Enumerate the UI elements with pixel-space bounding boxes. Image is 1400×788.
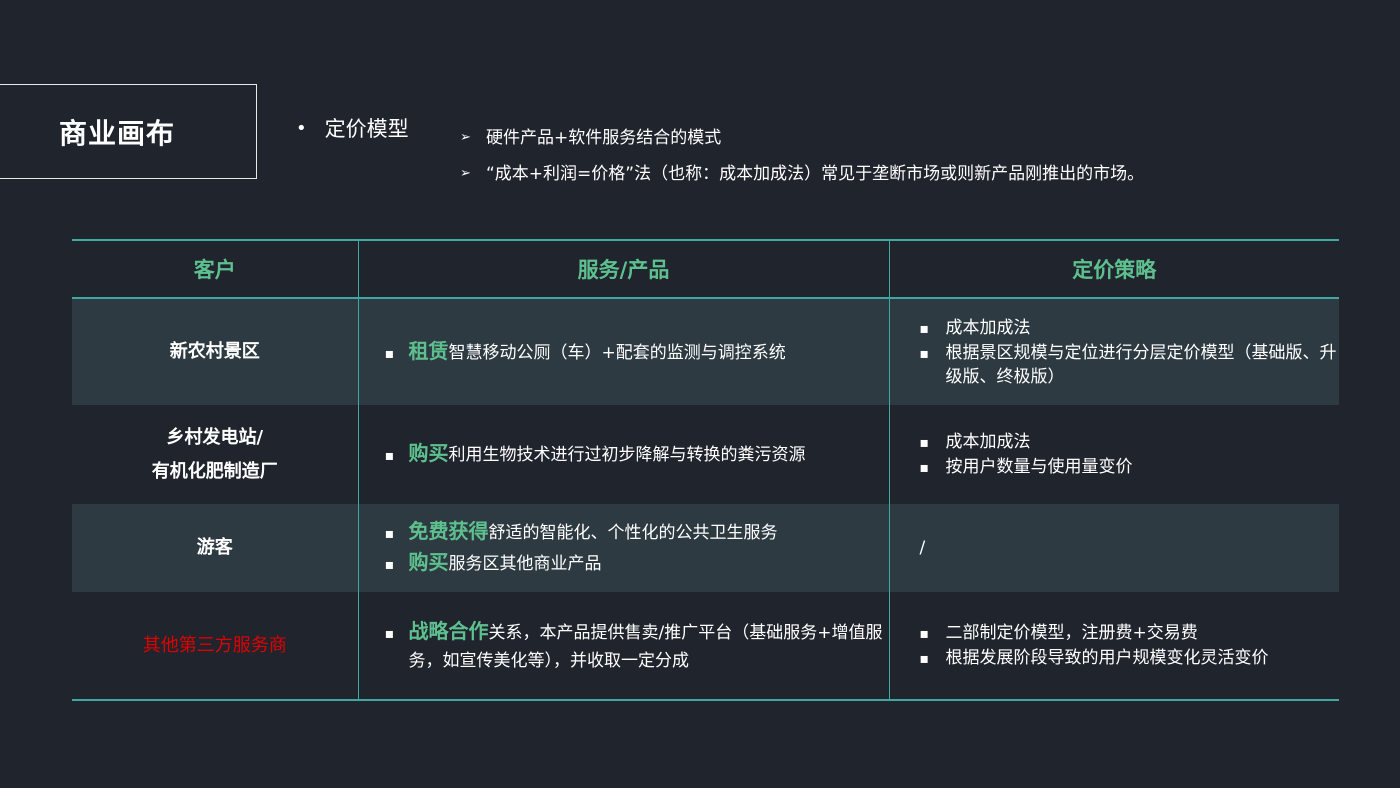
title-box: 商业画布 xyxy=(0,84,257,179)
pricing-text: 成本加成法 xyxy=(945,431,1031,452)
table-row: 游客 ▪ 免费获得舒适的智能化、个性化的公共卫生服务 ▪ 购买服务区其他商业产品… xyxy=(72,504,1339,592)
service-text: 服务区其他商业产品 xyxy=(448,554,602,574)
table-row: 新农村景区 ▪ 租赁智慧移动公厕（车）+配套的监测与调控系统 ▪ 成本加成法 ▪… xyxy=(72,298,1339,405)
customer-cell: 其他第三方服务商 xyxy=(72,592,358,701)
service-keyword: 购买 xyxy=(408,550,449,574)
service-text: 利用生物技术进行过初步降解与转换的粪污资源 xyxy=(448,445,806,465)
service-cell: ▪ 购买利用生物技术进行过初步降解与转换的粪污资源 xyxy=(357,405,889,504)
bullet-icon: ▪ xyxy=(919,650,930,667)
subtitle-text: 定价模型 xyxy=(324,117,409,141)
pricing-line: ▪ 二部制定价模型，注册费+交易费 xyxy=(920,621,1339,646)
bullet-icon: ▪ xyxy=(919,625,930,642)
table-row: 其他第三方服务商 ▪ 战略合作关系，本产品提供售卖/推广平台（基础服务+增值服务… xyxy=(72,592,1339,701)
service-keyword: 租赁 xyxy=(408,338,449,363)
service-cell: ▪ 战略合作关系，本产品提供售卖/推广平台（基础服务+增值服务，如宣传美化等），… xyxy=(357,592,889,701)
bullet-icon: ▪ xyxy=(384,625,395,642)
bullet-icon: ▪ xyxy=(384,557,395,573)
note-text: “成本+利润=价格”法（也称：成本加成法）常见于垄断市场或则新产品刚推出的市场。 xyxy=(486,164,1145,184)
pricing-cell: ▪ 二部制定价模型，注册费+交易费 ▪ 根据发展阶段导致的用户规模变化灵活变价 xyxy=(888,592,1339,701)
subtitle: • 定价模型 xyxy=(296,113,409,143)
note-item: ➢ “成本+利润=价格”法（也称：成本加成法）常见于垄断市场或则新产品刚推出的市… xyxy=(460,156,1144,192)
pricing-cell: ▪ 成本加成法 ▪ 按用户数量与使用量变价 xyxy=(888,405,1339,504)
bullet-icon: ▪ xyxy=(384,448,395,464)
pricing-line: ▪ 成本加成法 xyxy=(920,316,1339,341)
bullet-icon: ▪ xyxy=(919,345,930,362)
bullet-dot: • xyxy=(296,117,307,139)
pricing-line: ▪ 根据景区规模与定位进行分层定价模型（基础版、升级版、终极版） xyxy=(920,341,1339,389)
pricing-line: ▪ 按用户数量与使用量变价 xyxy=(920,455,1339,480)
header-pricing: 定价策略 xyxy=(888,239,1339,299)
service-keyword: 免费获得 xyxy=(408,519,489,543)
note-text: 硬件产品+软件服务结合的模式 xyxy=(486,128,722,148)
service-text: 舒适的智能化、个性化的公共卫生服务 xyxy=(488,523,778,543)
arrow-bullet-icon: ➢ xyxy=(460,166,471,181)
notes-list: ➢ 硬件产品+软件服务结合的模式 ➢ “成本+利润=价格”法（也称：成本加成法）… xyxy=(460,120,1144,192)
pricing-text: 成本加成法 xyxy=(945,317,1031,338)
pricing-table: 客户 服务/产品 定价策略 新农村景区 ▪ 租赁智慧移动公厕（车）+配套的监测与… xyxy=(72,239,1339,701)
service-cell: ▪ 免费获得舒适的智能化、个性化的公共卫生服务 ▪ 购买服务区其他商业产品 xyxy=(357,504,889,592)
service-keyword: 战略合作 xyxy=(408,618,489,643)
pricing-text: 根据发展阶段导致的用户规模变化灵活变价 xyxy=(945,647,1269,668)
pricing-line: ▪ 根据发展阶段导致的用户规模变化灵活变价 xyxy=(920,646,1339,671)
service-keyword: 购买 xyxy=(408,441,449,465)
bullet-icon: ▪ xyxy=(919,434,930,451)
bullet-icon: ▪ xyxy=(919,320,930,337)
table-row: 乡村发电站/ 有机化肥制造厂 ▪ 购买利用生物技术进行过初步降解与转换的粪污资源… xyxy=(72,405,1339,504)
pricing-text: 二部制定价模型，注册费+交易费 xyxy=(945,622,1198,643)
pricing-line: ▪ 成本加成法 xyxy=(920,430,1339,455)
customer-cell: 新农村景区 xyxy=(72,298,358,405)
service-line: ▪ 租赁智慧移动公厕（车）+配套的监测与调控系统 xyxy=(371,337,888,368)
bullet-icon: ▪ xyxy=(384,345,395,362)
service-text: 关系，本产品提供售卖/推广平台（基础服务+增值服务，如宣传美化等），并收取一定分… xyxy=(408,622,883,671)
bullet-icon: ▪ xyxy=(384,526,395,542)
customer-line: 乡村发电站/ xyxy=(166,426,264,448)
pricing-text: 按用户数量与使用量变价 xyxy=(945,456,1133,477)
header-customer: 客户 xyxy=(72,239,358,299)
customer-cell: 游客 xyxy=(72,504,358,592)
service-cell: ▪ 租赁智慧移动公厕（车）+配套的监测与调控系统 xyxy=(357,298,889,405)
service-line: ▪ 购买服务区其他商业产品 xyxy=(371,548,888,579)
service-line: ▪ 免费获得舒适的智能化、个性化的公共卫生服务 xyxy=(371,517,888,548)
customer-cell: 乡村发电站/ 有机化肥制造厂 xyxy=(72,405,358,504)
customer-line: 有机化肥制造厂 xyxy=(151,460,278,482)
arrow-bullet-icon: ➢ xyxy=(460,130,471,145)
service-text: 智慧移动公厕（车）+配套的监测与调控系统 xyxy=(448,342,786,363)
pricing-text: / xyxy=(919,538,926,558)
pricing-cell: ▪ 成本加成法 ▪ 根据景区规模与定位进行分层定价模型（基础版、升级版、终极版） xyxy=(888,298,1339,405)
slide-title: 商业画布 xyxy=(59,116,176,150)
header-service: 服务/产品 xyxy=(357,239,889,299)
bullet-icon: ▪ xyxy=(919,459,930,476)
pricing-text: 根据景区规模与定位进行分层定价模型（基础版、升级版、终极版） xyxy=(945,342,1337,387)
pricing-cell: / xyxy=(888,504,1339,592)
service-line: ▪ 购买利用生物技术进行过初步降解与转换的粪污资源 xyxy=(371,439,888,470)
service-line: ▪ 战略合作关系，本产品提供售卖/推广平台（基础服务+增值服务，如宣传美化等），… xyxy=(371,617,888,675)
note-item: ➢ 硬件产品+软件服务结合的模式 xyxy=(460,120,1144,156)
table-header-row: 客户 服务/产品 定价策略 xyxy=(72,239,1339,299)
